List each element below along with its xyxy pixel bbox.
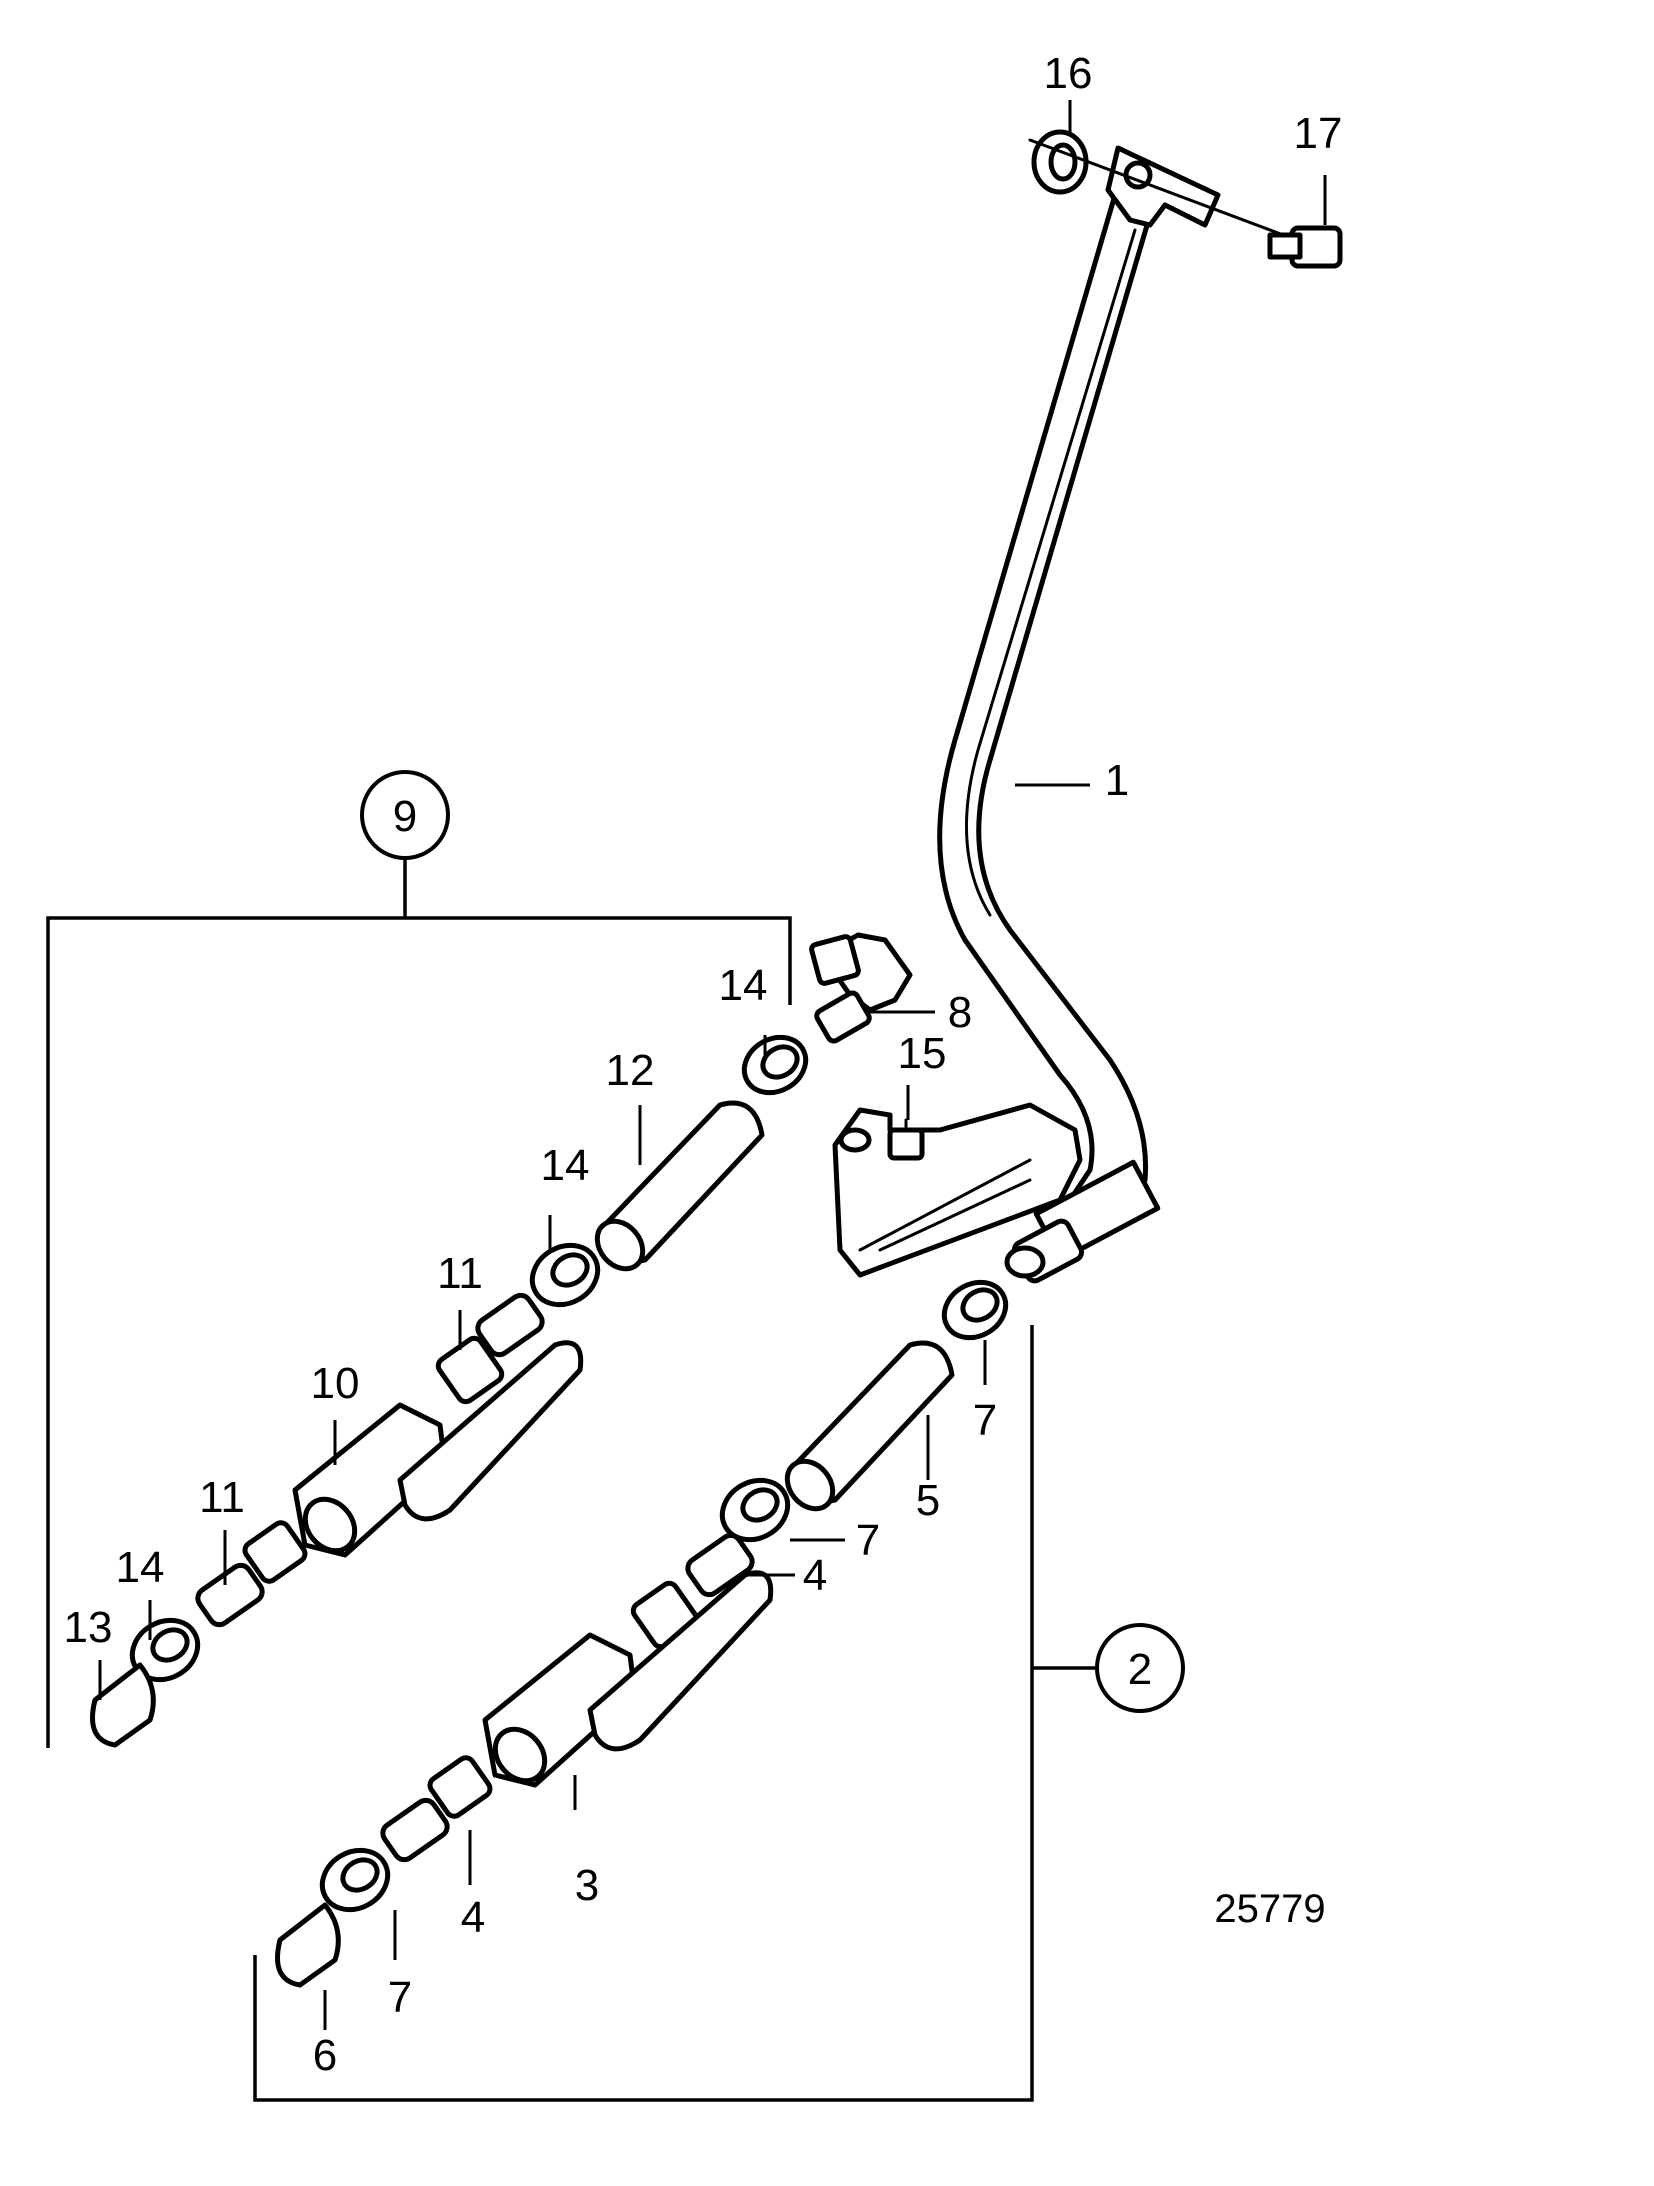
nipple-part-11-lower <box>195 1520 308 1628</box>
ball-valve-part-3 <box>482 1570 774 1788</box>
label-part-14-middle: 14 <box>541 1141 590 1190</box>
label-part-8: 8 <box>948 988 972 1037</box>
clamp-part-14-middle <box>529 1242 601 1308</box>
bolt-part-17 <box>1267 225 1343 269</box>
clamp-part-14-top <box>741 1034 809 1096</box>
nipple-part-11-upper <box>435 1292 545 1405</box>
label-part-7-top: 7 <box>973 1396 997 1445</box>
cap-part-6 <box>275 1902 341 1988</box>
elbow-fitting-part-8 <box>809 932 913 1044</box>
label-part-4-upper: 4 <box>803 1551 827 1600</box>
clamp-part-7-top <box>941 1279 1009 1341</box>
tube-top-fitting <box>1105 145 1221 228</box>
label-part-11-lower: 11 <box>199 1473 245 1522</box>
kit-9-frame <box>46 860 792 1748</box>
label-part-3: 3 <box>575 1861 599 1910</box>
tube-part-1 <box>937 192 1161 1284</box>
figure-code: 25779 <box>1214 1887 1325 1931</box>
label-part-11-upper: 11 <box>437 1249 483 1298</box>
bolt-part-15 <box>887 1118 925 1161</box>
label-part-17: 17 <box>1294 109 1343 158</box>
label-part-15: 15 <box>898 1029 947 1078</box>
hose-part-5 <box>784 1340 955 1512</box>
ball-valve-part-10 <box>292 1340 584 1558</box>
label-part-1: 1 <box>1105 756 1129 805</box>
leader-lines <box>98 100 1327 2030</box>
kit-2-frame <box>253 1325 1095 2102</box>
svg-text:2: 2 <box>1128 1645 1152 1694</box>
label-part-10: 10 <box>311 1359 360 1408</box>
kit-9-callout: 9 <box>360 770 450 860</box>
label-part-12: 12 <box>606 1046 655 1095</box>
cap-part-13 <box>90 1662 156 1748</box>
part-labels: 1 3 4 4 5 6 7 7 7 8 10 11 11 12 13 14 14… <box>64 49 1343 2080</box>
kit-2-callout: 2 <box>1095 1623 1185 1713</box>
label-part-14-bottom: 14 <box>116 1543 165 1592</box>
label-part-7-middle: 7 <box>856 1516 880 1565</box>
label-part-16: 16 <box>1044 49 1093 98</box>
svg-text:9: 9 <box>393 792 417 841</box>
nipple-part-4-lower <box>380 1755 493 1863</box>
clamp-part-7-bottom <box>319 1847 391 1913</box>
label-part-14-top: 14 <box>719 961 768 1010</box>
clamp-part-7-middle <box>719 1477 791 1543</box>
label-part-5: 5 <box>916 1476 940 1525</box>
label-part-13: 13 <box>64 1603 113 1652</box>
washer-part-16 <box>1031 129 1089 195</box>
hose-part-12 <box>594 1100 765 1272</box>
label-part-4-lower: 4 <box>461 1893 485 1942</box>
label-part-7-bottom: 7 <box>388 1973 412 2022</box>
label-part-6: 6 <box>313 2031 337 2080</box>
